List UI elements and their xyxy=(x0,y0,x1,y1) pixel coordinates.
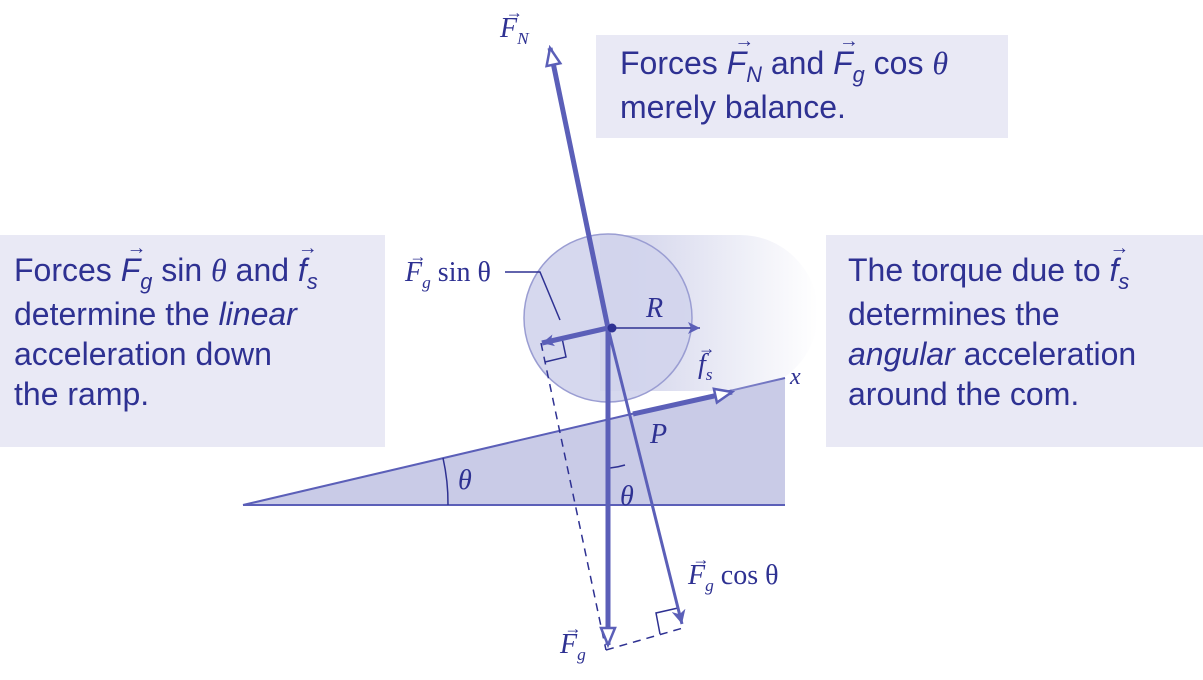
callout-text: determine the xyxy=(14,296,210,332)
callout-text: acceleration xyxy=(963,336,1137,372)
angle-arc-ramp xyxy=(442,457,449,506)
projection-line xyxy=(605,627,684,651)
vector-symbol-f: fs xyxy=(298,238,318,294)
right-angle-mark xyxy=(544,337,567,363)
label-gravity-cos: Fg cos θ xyxy=(688,551,779,595)
label-gravity: Fg xyxy=(560,620,586,664)
label-leader-line xyxy=(505,271,561,321)
callout-text: angular xyxy=(848,336,955,372)
callout-text: Forces xyxy=(620,45,718,81)
callout-text: Forces xyxy=(14,252,112,288)
label-friction: fs xyxy=(698,340,713,384)
theta-symbol: θ xyxy=(932,45,949,81)
label-gravity-sin: Fg sin θ xyxy=(405,248,491,292)
callout-text: determines the xyxy=(848,296,1060,332)
friction-vector xyxy=(632,392,732,417)
gravity-cos-component-vector xyxy=(606,327,686,625)
callout-text: sin xyxy=(161,252,203,288)
label-contact-point: P xyxy=(650,419,668,450)
vector-symbol-f: fs xyxy=(1110,238,1130,294)
label-normal-force: FN xyxy=(500,4,529,48)
label-x-axis: x xyxy=(790,364,801,390)
callout-text: merely balance. xyxy=(620,89,846,125)
label-gravity-angle: θ xyxy=(620,481,634,512)
callout-normal-balance: Forces FN and Fg cos θ merely balance. xyxy=(596,31,1008,138)
callout-text: The torque due to xyxy=(848,252,1101,288)
label-radius: R xyxy=(646,293,664,324)
callout-linear-acceleration: Forces Fg sin θ and fs determine the lin… xyxy=(0,235,385,447)
callout-text: acceleration down xyxy=(14,336,272,372)
vector-symbol-F: Fg xyxy=(833,31,865,87)
label-ramp-angle: θ xyxy=(458,465,472,496)
vector-symbol-F: Fg xyxy=(121,238,153,294)
callout-text: around the com. xyxy=(848,376,1080,412)
projection-line xyxy=(540,342,607,651)
callout-text: the ramp. xyxy=(14,376,150,412)
gravity-sin-component-vector xyxy=(541,325,609,347)
vector-symbol-F: FN xyxy=(727,31,763,87)
callout-text: and xyxy=(770,45,825,81)
callout-text: and xyxy=(235,252,290,288)
center-of-mass-dot xyxy=(607,323,617,333)
theta-symbol: θ xyxy=(211,252,227,288)
normal-force-vector xyxy=(550,48,611,329)
callout-text: cos xyxy=(873,45,924,81)
callout-angular-acceleration: The torque due to fs determines the angu… xyxy=(826,235,1203,447)
right-angle-mark xyxy=(655,607,679,635)
callout-text: linear xyxy=(218,296,297,332)
